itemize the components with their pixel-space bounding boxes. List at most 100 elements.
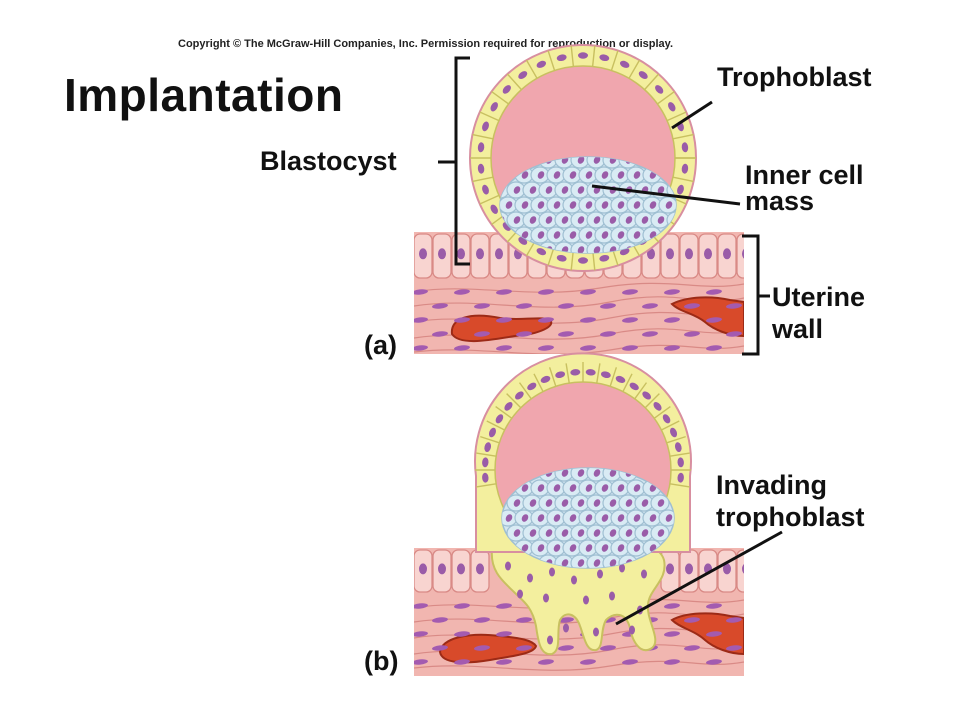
inner-cell-nucleus	[577, 559, 585, 567]
stromal-nucleus	[622, 289, 638, 295]
stromal-nucleus	[664, 603, 680, 609]
epithelial-nucleus	[723, 248, 731, 260]
epithelial-nucleus	[666, 248, 674, 260]
trophoblast-nucleus	[515, 391, 524, 400]
stromal-nucleus	[664, 345, 680, 351]
stromal-nucleus	[580, 659, 596, 665]
inner-cell-nucleus	[601, 544, 609, 552]
trophoblast-nucleus	[482, 121, 489, 132]
stromal-nucleus	[664, 317, 680, 323]
stromal-nucleus	[432, 617, 448, 623]
stromal-nucleus	[580, 345, 596, 351]
stromal-nucleus	[432, 303, 448, 309]
inner-cell-nucleus	[593, 529, 601, 537]
trophoblast-nucleus	[615, 375, 626, 383]
inner-cell-nucleus	[617, 544, 625, 552]
stromal-nucleus	[664, 289, 680, 295]
inner-cell-nucleus	[585, 201, 593, 209]
inner-cell-nucleus	[641, 499, 649, 507]
inner-cell-nucleus	[577, 499, 585, 507]
stromal-nucleus	[706, 603, 722, 609]
inner-cell-nucleus	[577, 529, 585, 537]
inner-cell-nucleus	[577, 469, 585, 477]
inner-cell-nucleus	[609, 529, 617, 537]
inner-cell-nucleus	[601, 201, 609, 209]
inner-cell-nucleus	[545, 529, 553, 537]
trophoblast-nucleus	[527, 382, 537, 391]
trophoblast-nucleus	[599, 254, 610, 262]
invading-cell-nucleus	[563, 623, 569, 633]
stromal-nucleus	[580, 317, 596, 323]
inner-cell-nucleus	[633, 171, 641, 179]
invading-cell-nucleus	[641, 569, 647, 579]
inner-cell-nucleus	[601, 171, 609, 179]
inner-cell-nucleus	[553, 514, 561, 522]
trophoblast-nucleus	[536, 248, 547, 256]
epithelial-nucleus	[438, 248, 446, 260]
inner-cell-nucleus	[561, 469, 569, 477]
trophoblast-nucleus	[629, 382, 639, 391]
inner-cell-nucleus	[529, 529, 537, 537]
inner-cell-nucleus	[545, 186, 553, 194]
inner-cell-nucleus	[625, 529, 633, 537]
invading-cell-nucleus	[619, 563, 625, 573]
epithelial-nucleus	[438, 563, 446, 575]
inner-cell-mass-label-line1: Inner cell	[745, 160, 864, 190]
uterine-wall-b	[414, 548, 744, 676]
trophoblast-nucleus	[681, 163, 689, 174]
trophoblast-nucleus	[670, 427, 678, 438]
trophoblast-nucleus	[642, 391, 651, 400]
inner-cell-mass-label-line2: mass	[745, 186, 815, 216]
stromal-nucleus	[642, 331, 658, 337]
trophoblast-nucleus	[556, 254, 567, 262]
trophoblast-nucleus	[536, 60, 547, 68]
inner-cell-mass-leader	[591, 184, 741, 206]
stromal-nucleus	[474, 303, 490, 309]
stromal-nucleus	[642, 303, 658, 309]
inner-cell-nucleus	[505, 514, 513, 522]
inner-cell-nucleus	[529, 186, 537, 194]
inner-cell-nucleus	[537, 484, 545, 492]
epithelial-nucleus	[476, 563, 484, 575]
stromal-nucleus	[538, 345, 554, 351]
trophoblast-nucleus	[482, 472, 489, 483]
inner-cell-nucleus	[625, 499, 633, 507]
inner-cell-nucleus	[585, 171, 593, 179]
epithelial-nucleus	[742, 249, 744, 259]
stromal-nucleus	[600, 645, 616, 651]
stromal-nucleus	[454, 603, 470, 609]
invading-cell-nucleus	[527, 573, 533, 583]
inner-cell-nucleus	[521, 201, 529, 209]
inner-cell-nucleus	[553, 484, 561, 492]
trophoblast-nucleus	[490, 102, 498, 112]
inner-cell-nucleus	[521, 231, 529, 239]
page-title: Implantation	[64, 69, 344, 121]
epithelial-nucleus	[723, 563, 731, 575]
invading-cell-nucleus	[549, 567, 555, 577]
invading-trophoblast-label-line1: Invading	[716, 470, 828, 500]
stromal-nucleus	[516, 645, 532, 651]
trophoblast-nucleus	[484, 442, 492, 453]
trophoblast-nucleus	[502, 85, 511, 94]
stromal-nucleus	[558, 303, 574, 309]
inner-cell-nucleus	[569, 171, 577, 179]
inner-cell-nucleus	[641, 529, 649, 537]
trophoblast-nucleus	[677, 457, 684, 468]
inner-cell-nucleus	[537, 231, 545, 239]
stromal-nucleus	[474, 645, 490, 651]
inner-cell-nucleus	[537, 171, 545, 179]
stromal-nucleus	[706, 659, 722, 665]
stromal-nucleus	[516, 303, 532, 309]
stromal-nucleus	[414, 317, 428, 323]
inner-cell-nucleus	[585, 484, 593, 492]
inner-cell-nucleus	[593, 157, 601, 164]
inner-cell-nucleus	[569, 514, 577, 522]
trophoblast-nucleus	[578, 257, 588, 264]
inner-cell-nucleus	[665, 201, 673, 209]
stromal-nucleus	[726, 331, 742, 337]
trophoblast-nucleus	[477, 163, 485, 174]
inner-cell-nucleus	[641, 216, 649, 224]
trophoblast-nucleus	[638, 71, 648, 79]
inner-cell-nucleus	[529, 499, 537, 507]
trophoblast-nucleus	[619, 60, 630, 68]
